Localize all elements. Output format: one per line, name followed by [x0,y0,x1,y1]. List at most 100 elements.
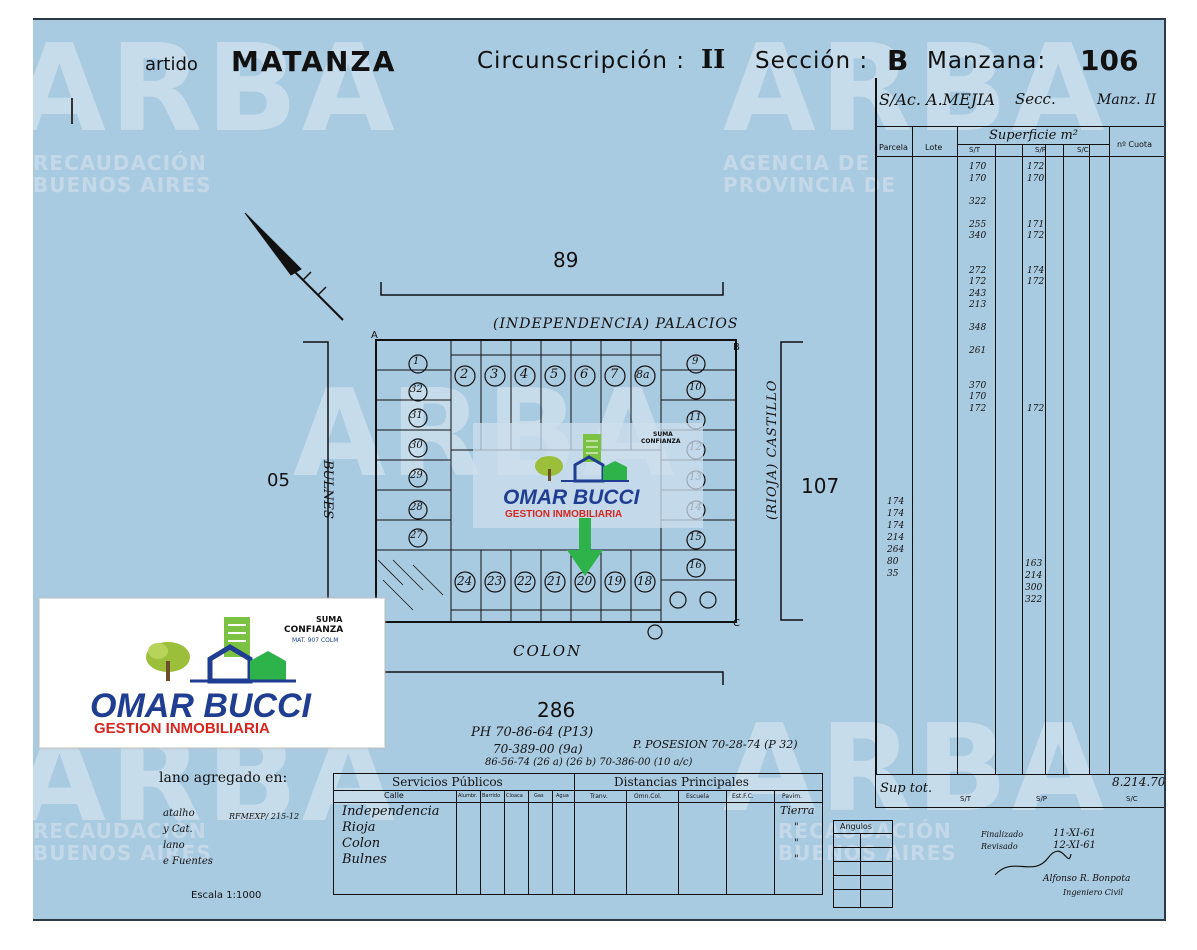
corner-a: A [371,330,378,341]
logo-suma: SUMA [316,615,343,624]
parcel-bottom-19: 19 [607,574,623,588]
small-logo-sub: GESTION INMOBILIARIA [505,509,623,520]
col-barrido: Barrido [482,793,501,799]
corner-b: B [733,342,740,353]
parcel-bottom-18: 18 [637,574,653,588]
table-manz: Manz. II [1097,92,1157,108]
firma: Alfonso R. Bonpota [1043,874,1131,884]
parcel-right-9: 9 [692,356,699,367]
small-logo-brand: OMAR BUCCI [503,486,640,509]
sup-tot-sc: S/C [1126,795,1138,803]
cargo: Ingeniero Civil [1063,888,1124,897]
sup-tot-label: Sup tot. [880,781,933,796]
plano-items: atalho y Cat. lano e Fuentes [163,808,213,867]
column-extra-left: 174 174 174 214 264 80 35 [887,497,905,579]
col-calle: Calle [384,791,404,800]
plano-ref: RFMEXP/ 215-12 [229,812,300,821]
small-logo-suma: SUMA [653,431,673,438]
angulos-label: Angulos [840,822,872,831]
logo-matricula: MAT. 907 COLM [292,637,339,644]
circunscripcion-value: II [701,45,726,75]
small-logo-overlay: SUMA CONFIANZA OMAR BUCCI GESTION INMOBI… [473,423,703,528]
parcel-top-7: 7 [610,367,619,382]
cursor-mark [71,98,73,124]
parcel-top-5: 5 [550,367,559,382]
partido-label: artido [145,54,198,75]
parcel-left-6: 28 [410,502,423,513]
manzana-label: Manzana: [927,48,1047,74]
col-alumbr: Alumbr. [458,793,478,799]
col-sub-sc: S/C [1077,146,1089,154]
plano-label: lano agregado en: [159,770,288,786]
parcel-right-11: 11 [689,412,702,423]
parcel-table: S/Ac. A.MEJIA Secc. Manz. II Parcela Lot… [875,78,1164,774]
logo-sub: GESTION INMOBILIARIA [94,720,270,737]
parcel-right-16: 16 [689,560,702,571]
parcel-bottom-23: 23 [487,574,503,588]
col-cloaca: Cloaca [506,793,523,799]
pavim-3: " [794,838,799,849]
parcel-right-10: 10 [689,382,702,393]
pavim-1: Tierra [780,804,815,817]
table-secc: Secc. [1015,90,1056,108]
parcel-bottom-20: 20 [577,574,593,588]
col-lote: Lote [925,143,943,152]
parcel-bottom-22: 22 [517,574,533,588]
corner-c: C [733,618,740,629]
note-389: 70-389-00 (9a) [493,742,583,756]
parcel-left-1: 1 [413,356,420,367]
revisado-label: Revisado [981,842,1018,851]
servicios-title: Servicios Públicos [392,775,503,789]
parcel-right-15: 15 [689,532,702,543]
sup-tot-sp: S/P [1036,795,1048,803]
street-left: BULNES [320,460,335,519]
angulos-table: Angulos [833,820,893,908]
logo-brand: OMAR BUCCI [90,687,311,725]
north-arrow-icon [244,212,344,321]
manzana-value: 106 [1080,44,1139,77]
street-top: (INDEPENDENCIA) PALACIOS [493,316,739,332]
parcel-top-6: 6 [580,367,589,382]
calle-1: Independencia [342,804,440,819]
finalizado-label: Finalizado [981,830,1024,839]
parcel-top-2: 2 [460,367,469,382]
col-sub-sp: S/P [1035,146,1047,154]
parcel-bottom-21: 21 [547,574,563,588]
seccion-label: Sección : [755,48,869,74]
col-cuota: nº Cuota [1117,140,1152,149]
col-sub-st: S/T [969,146,981,154]
cadastral-plan-sheet: ARBA ARBA ARBA ARBA ARBA RECAUDACIÓNBUEN… [33,18,1166,921]
header-row: artido MATANZA Circunscripción : II Secc… [145,42,1155,82]
watermark-arba-4: ARBA [723,700,1109,839]
note-86: 86-56-74 (26 a) (26 b) 70-386-00 (10 a/c… [485,757,693,768]
parcel-top-4: 4 [520,367,529,382]
column-sp-values: 172 170 171 172 174 172 172 [1027,162,1045,414]
col-parcela: Parcela [879,143,908,152]
logo-confianza: CONFIANZA [284,625,344,635]
pavim-2: " [794,822,799,833]
fecha-2: 12-XI-61 [1053,840,1096,851]
small-logo-house-icon [535,434,629,483]
parcel-left-2: 32 [410,384,423,395]
col-tranv: Tranv. [590,793,608,800]
column-st-values: 170 170 322 255 340 272 172 243 213 348 … [969,162,987,414]
parcel-left-4: 30 [410,440,423,451]
omar-bucci-logo: SUMA CONFIANZA MAT. 907 COLM OMAR BUCCI … [39,598,385,748]
calle-4: Bulnes [342,852,387,867]
column-extra-right: 163 214 300 322 [1025,559,1043,605]
escala: Escala 1:1000 [191,890,262,901]
partido-value: MATANZA [231,45,397,78]
sup-tot-row: Sup tot. 8.214.70 S/T S/P S/C [875,774,1166,808]
services-table: Servicios Públicos Distancias Principale… [333,773,823,895]
signature-stroke [994,850,1072,876]
col-escuela: Escuela [686,793,710,800]
parcel-left-7: 27 [410,530,423,541]
col-estfc: Est.F.C. [732,793,754,800]
table-title: S/Ac. A.MEJIA [879,90,996,109]
note-ph: PH 70-86-64 (P13) [471,725,594,740]
circunscripcion-label: Circunscripción : [477,48,686,74]
parcel-left-5: 29 [410,470,423,481]
sup-tot-value: 8.214.70 [1112,775,1166,789]
